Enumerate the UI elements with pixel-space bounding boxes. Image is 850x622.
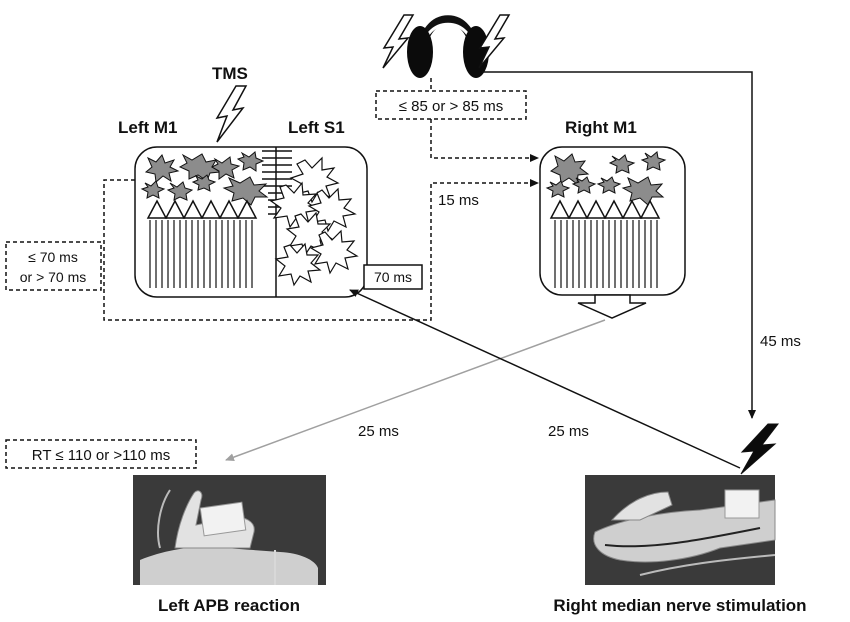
tms-coil-icon: [407, 15, 489, 78]
tms-label: TMS: [212, 64, 248, 83]
nerve-to-s1-arrow: [349, 289, 741, 469]
rm1-to-hand-delay-label: 25 ms: [358, 423, 399, 440]
left-m1-delay-line1: ≤ 70 ms: [28, 249, 78, 265]
s1-arrival-label: 70 ms: [374, 269, 412, 285]
lightning-bolt-icon: [740, 423, 780, 475]
explosion-star-icon: [545, 151, 667, 206]
coil-delay-box: [375, 90, 527, 120]
reaction-time-box: [5, 439, 197, 469]
axon-lines: [149, 220, 253, 288]
explosion-star-icon: [269, 156, 359, 287]
right-median-nerve-caption: Right median nerve stimulation: [553, 596, 806, 615]
pyramidal-neuron-icon: [146, 199, 258, 219]
left-m1-delay-loop: [103, 179, 539, 321]
lightning-bolt-icon: [215, 85, 248, 143]
left-m1-delay-box: [5, 241, 102, 291]
left-m1-delay-line2: or > 70 ms: [20, 269, 87, 285]
rm1-to-left-hand-arrow: [225, 319, 606, 461]
pyramidal-neuron-icon: [549, 199, 661, 219]
interhemispheric-delay-label: 15 ms: [438, 192, 479, 209]
s1-boundary-hatch: [262, 150, 292, 215]
left-s1-label: Left S1: [288, 118, 345, 137]
right-hand-photo: [585, 475, 776, 585]
lightning-bolt-icon: [382, 14, 415, 69]
nerve-delay-label: 45 ms: [760, 333, 801, 350]
right-m1-label: Right M1: [565, 118, 637, 137]
lightning-bolt-icon: [478, 14, 511, 69]
coil-to-right-m1-arrow: [430, 119, 539, 162]
s1-arrival-box: [363, 264, 423, 290]
nerve-to-s1-delay-label: 25 ms: [548, 423, 589, 440]
explosion-star-icon: [140, 151, 269, 206]
left-apb-reaction-caption: Left APB reaction: [158, 596, 300, 615]
left-m1-label: Left M1: [118, 118, 178, 137]
left-hand-photo: [133, 475, 326, 585]
reaction-time-label: RT ≤ 110 or >110 ms: [32, 447, 170, 464]
axon-lines: [554, 220, 658, 288]
nerve-to-right-m1-arrow: [482, 71, 756, 419]
coil-delay-label: ≤ 85 or > 85 ms: [399, 98, 504, 115]
right-m1-output-arrow: [577, 294, 647, 319]
